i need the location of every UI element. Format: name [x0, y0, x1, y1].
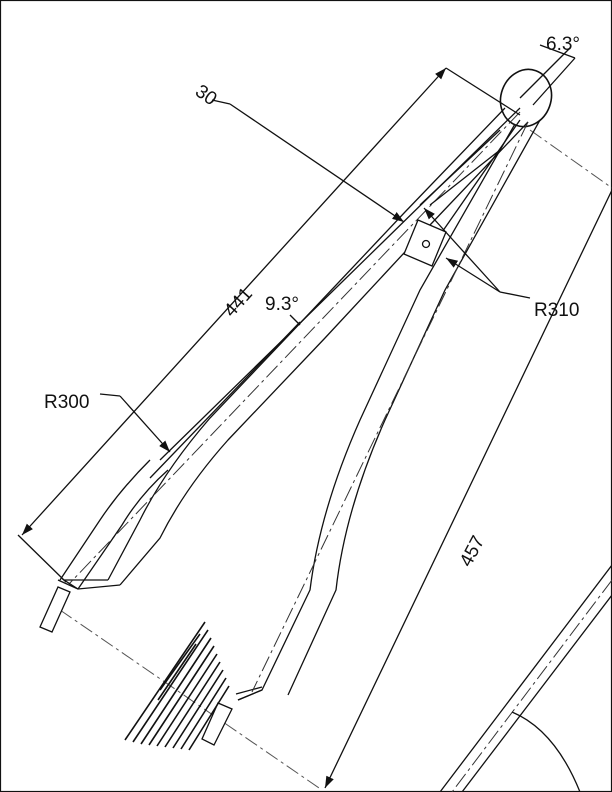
- leader-r300: [99, 393, 171, 453]
- radius-300-label: R300: [44, 392, 89, 413]
- hinge-lines: [419, 119, 521, 236]
- bristles: [124, 621, 230, 751]
- extension-lines: [59, 129, 612, 791]
- dimension-441: [17, 67, 521, 583]
- angle-mid-label: 9.3°: [265, 294, 299, 315]
- second-compass: [439, 564, 612, 792]
- dimension-30-label: 30: [191, 81, 220, 110]
- right-leg: [201, 119, 541, 746]
- dimension-457: [324, 189, 612, 789]
- pivot-head: [499, 68, 553, 128]
- leader-30: [211, 99, 405, 223]
- dimension-441-label: 441: [220, 284, 257, 322]
- dimension-457-label: 457: [456, 532, 489, 570]
- dimension-angle-top: [519, 44, 576, 106]
- leader-r310: [423, 207, 531, 299]
- left-leg: [39, 107, 529, 633]
- angle-top-label: 6.3°: [546, 34, 580, 55]
- hinge-block: [403, 219, 447, 267]
- radius-310-label: R310: [534, 300, 579, 321]
